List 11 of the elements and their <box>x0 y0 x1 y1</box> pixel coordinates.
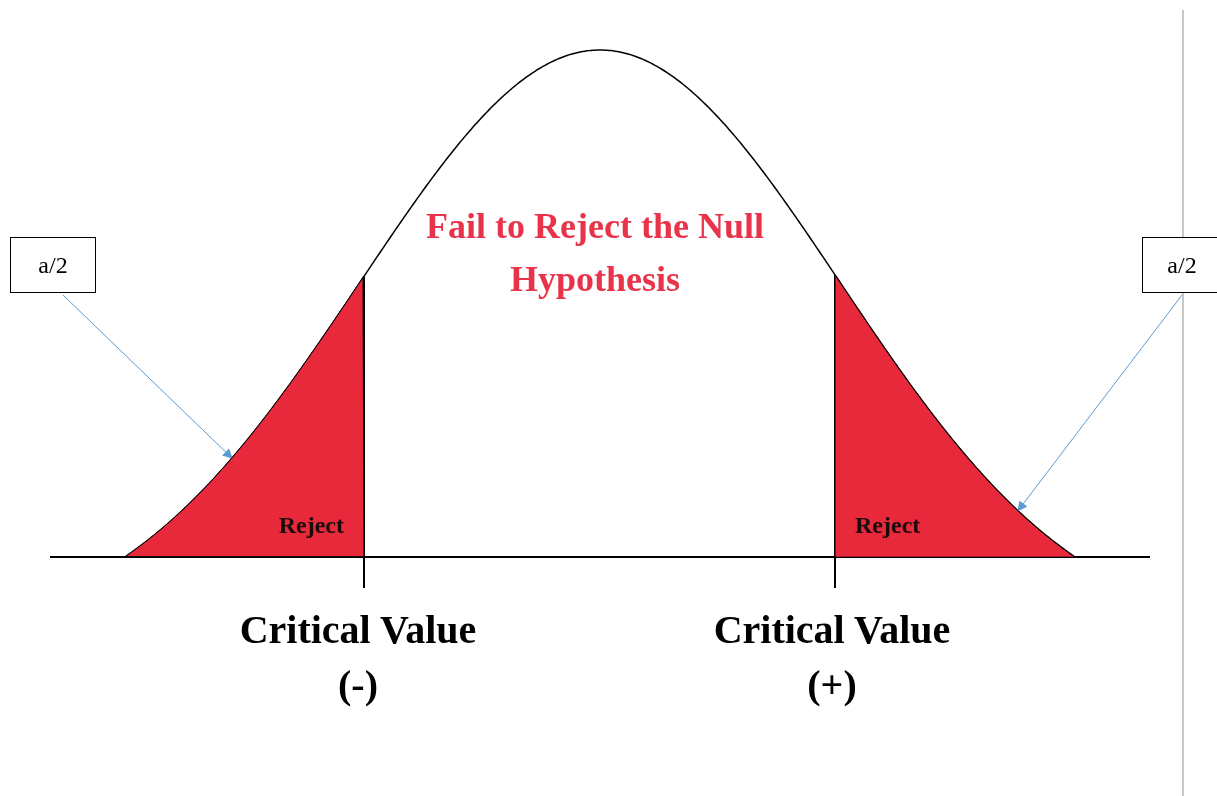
label-box: a/2 <box>10 237 96 293</box>
arrow <box>62 294 233 459</box>
region-label: Reject <box>278 512 344 539</box>
label-box: a/2 <box>1142 237 1217 293</box>
rejection-region <box>125 276 364 557</box>
arrow <box>1017 294 1183 512</box>
region-label: Reject <box>855 512 921 539</box>
axis-label: Critical Value (-) <box>238 606 478 709</box>
axis-label: Critical Value (+) <box>712 606 952 709</box>
region-title: Fail to Reject the Null Hypothesis <box>425 205 765 301</box>
rejection-region <box>835 274 1075 557</box>
